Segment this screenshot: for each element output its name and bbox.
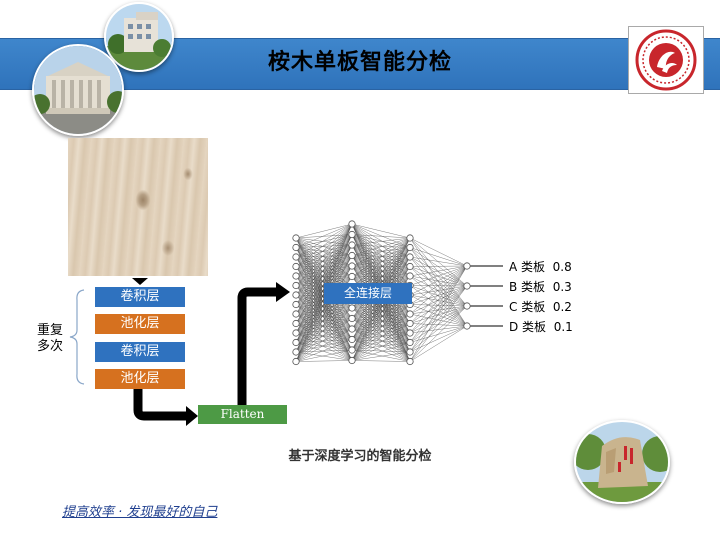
flatten-block: Flatten <box>198 405 287 424</box>
repeat-note: 重复 多次 <box>37 323 64 354</box>
nn-node <box>348 220 356 228</box>
nn-node <box>292 291 300 299</box>
nn-node <box>348 230 356 239</box>
nn-node <box>292 300 300 309</box>
nn-node <box>406 310 414 318</box>
nn-node <box>406 348 414 356</box>
conv-layer-1: 卷积层 <box>95 287 185 307</box>
nn-node <box>406 262 414 271</box>
nn-node <box>292 357 300 366</box>
pool-layer-1: 池化层 <box>95 314 185 334</box>
output-class-c: C 类板 0.2 <box>509 300 572 314</box>
nn-node <box>348 356 356 365</box>
nn-node <box>292 272 300 280</box>
output-class-b: B 类板 0.3 <box>509 280 572 294</box>
nn-node <box>406 253 414 261</box>
nn-node <box>292 310 300 318</box>
veneer-sample-image <box>68 138 208 276</box>
nn-node <box>292 262 300 271</box>
output-class-a: A 类板 0.8 <box>509 260 572 274</box>
nn-node <box>292 234 300 242</box>
nn-node <box>348 325 356 333</box>
nn-node <box>292 348 300 356</box>
nn-node <box>463 302 471 310</box>
nn-node <box>348 241 356 249</box>
nn-node <box>348 272 356 281</box>
nn-node <box>406 272 414 280</box>
output-class-d: D 类板 0.1 <box>509 320 573 334</box>
nn-node <box>463 322 471 330</box>
nn-node <box>292 253 300 261</box>
diagram-caption: 基于深度学习的智能分检 <box>288 449 432 464</box>
nn-node <box>463 262 471 270</box>
nn-node <box>406 338 414 347</box>
nn-node <box>348 335 356 344</box>
university-logo <box>628 26 704 94</box>
nn-node <box>406 234 414 242</box>
nn-node <box>406 329 414 337</box>
conv-layer-2: 卷积层 <box>95 342 185 362</box>
nn-node <box>348 314 356 323</box>
motto-text: 提高效率 · 发现最好的自己 <box>62 505 218 520</box>
nn-node <box>292 243 300 252</box>
pool-layer-2: 池化层 <box>95 369 185 389</box>
nn-node <box>348 262 356 270</box>
nn-node <box>292 281 300 290</box>
campus-photo-large <box>32 44 124 136</box>
nn-node <box>406 357 414 366</box>
nn-node <box>463 282 471 290</box>
nn-node <box>406 243 414 252</box>
nn-node <box>406 319 414 328</box>
nn-node <box>348 346 356 354</box>
slide-title: 桉木单板智能分检 <box>267 50 452 75</box>
fully-connected-label: 全连接层 <box>324 283 412 304</box>
nn-node <box>292 329 300 337</box>
nn-node <box>292 338 300 347</box>
nn-node <box>348 304 356 312</box>
nn-node <box>292 319 300 328</box>
campus-stone-photo <box>574 420 670 504</box>
nn-node <box>348 251 356 260</box>
